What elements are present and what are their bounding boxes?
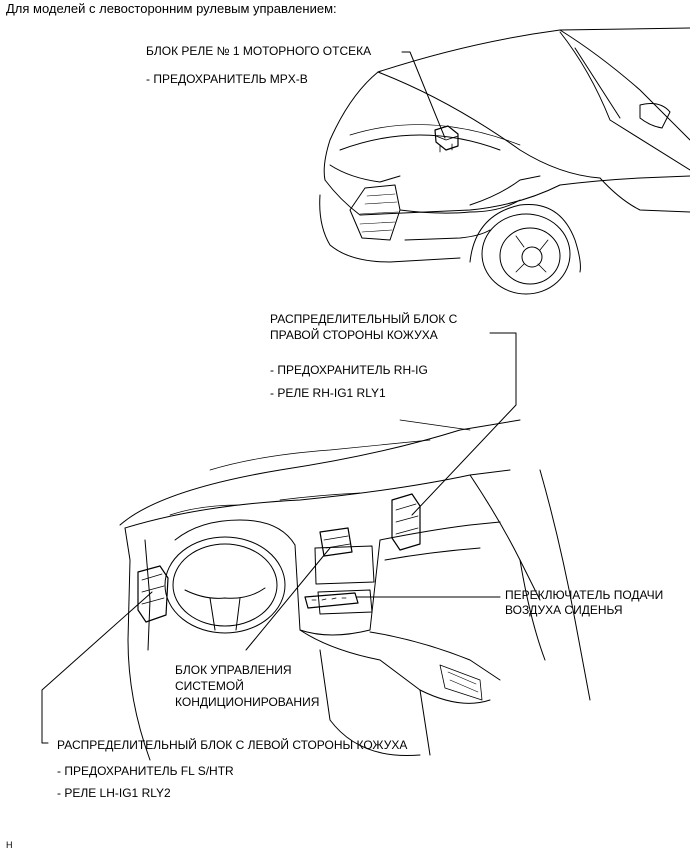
- rh-junction-block-title-2: ПРАВОЙ СТОРОНЫ КОЖУХА: [270, 328, 438, 342]
- ac-control-unit-title-3: КОНДИЦИОНИРОВАНИЯ: [175, 695, 320, 709]
- ac-control-unit-title-2: СИСТЕМОЙ: [175, 679, 244, 693]
- footer-mark: H: [6, 840, 13, 850]
- ac-control-unit-title-1: БЛОК УПРАВЛЕНИЯ: [175, 663, 292, 677]
- rh-junction-block-item-2: - РЕЛЕ RH-IG1 RLY1: [270, 386, 386, 400]
- lh-junction-block-item-1: - ПРЕДОХРАНИТЕЛЬ FL S/HTR: [57, 764, 234, 778]
- leader-lines: [41, 51, 517, 744]
- rh-junction-block-title-1: РАСПРЕДЕЛИТЕЛЬНЫЙ БЛОК С: [270, 312, 458, 326]
- lh-junction-block-title: РАСПРЕДЕЛИТЕЛЬНЫЙ БЛОК С ЛЕВОЙ СТОРОНЫ К…: [57, 738, 408, 752]
- seat-air-switch-title-1: ПЕРЕКЛЮЧАТЕЛЬ ПОДАЧИ: [505, 588, 664, 602]
- page-header: Для моделей с левосторонним рулевым упра…: [6, 1, 337, 16]
- lh-junction-block-item-2: - РЕЛЕ LH-IG1 RLY2: [57, 786, 171, 800]
- rh-junction-block-item-1: - ПРЕДОХРАНИТЕЛЬ RH-IG: [270, 363, 428, 377]
- car-illustration: [319, 27, 690, 295]
- seat-air-switch-title-2: ВОЗДУХА СИДЕНЬЯ: [505, 603, 623, 617]
- engine-relay-block-item-1: - ПРЕДОХРАНИТЕЛЬ MPX-B: [146, 72, 308, 86]
- engine-relay-block-title: БЛОК РЕЛЕ № 1 МОТОРНОГО ОТСЕКА: [146, 44, 372, 58]
- dashboard-illustration: [119, 419, 591, 761]
